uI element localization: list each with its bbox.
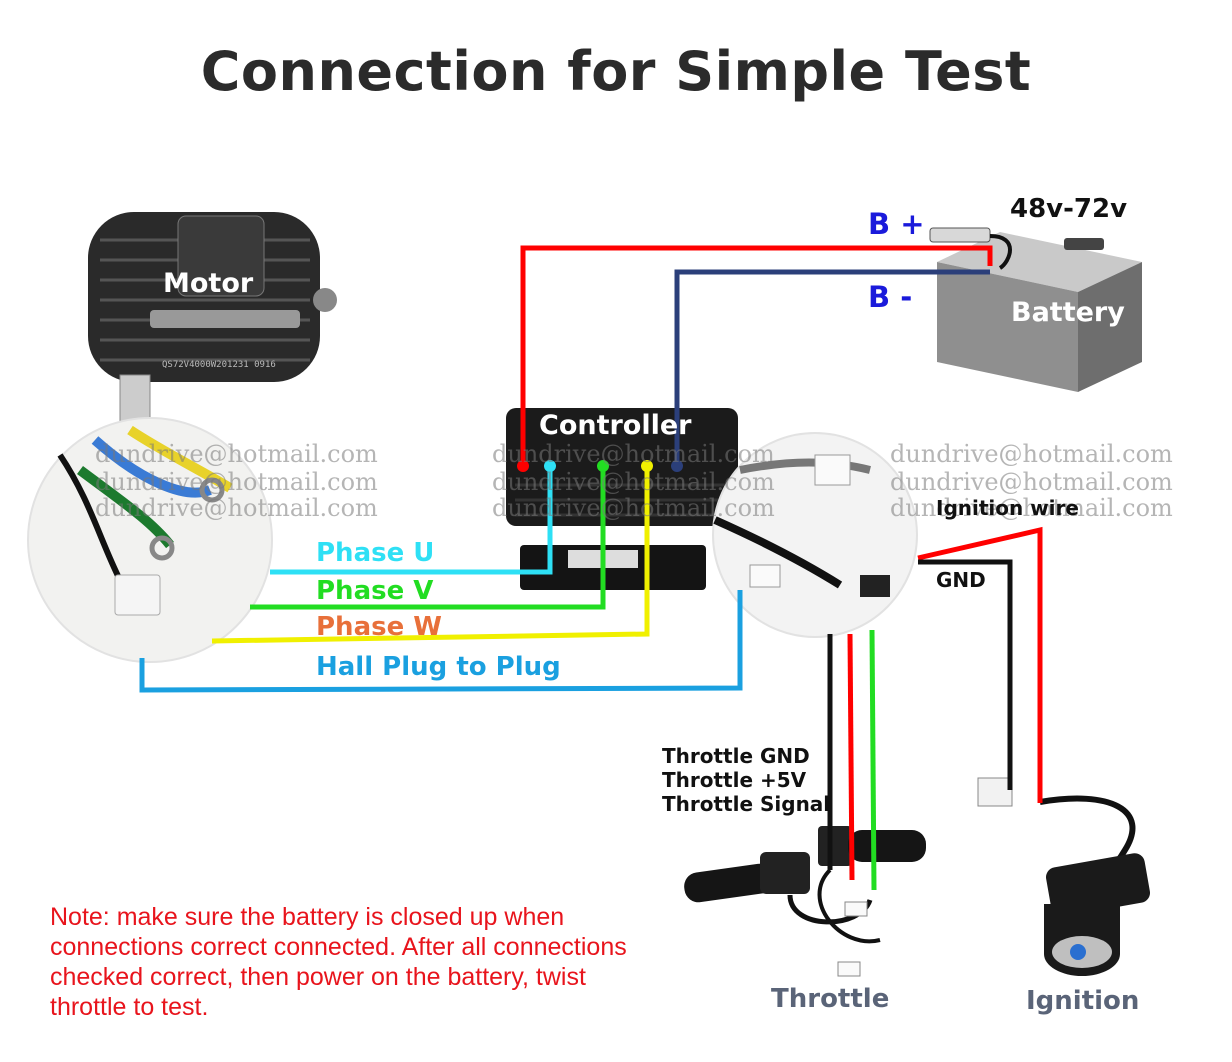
b-plus-label: B +	[868, 207, 925, 241]
watermark-text: dundrive@hotmail.com	[890, 494, 1173, 522]
wire-throttle-signal	[869, 629, 877, 891]
ignition-image	[977, 777, 1150, 976]
wire-phase-w	[211, 468, 650, 644]
watermark-text: dundrive@hotmail.com	[95, 468, 378, 496]
wire-phase-v	[250, 468, 606, 610]
phase-v-label: Phase V	[316, 576, 434, 606]
throttle-label: Throttle	[771, 984, 890, 1014]
wire-b-minus	[674, 269, 990, 468]
wires	[139, 245, 1043, 891]
throttle-image	[684, 826, 926, 977]
motor-label: Motor	[163, 268, 254, 299]
watermark-text: dundrive@hotmail.com	[492, 440, 775, 468]
watermark-text: dundrive@hotmail.com	[492, 468, 775, 496]
wire-ignition-gnd	[918, 559, 1013, 790]
wire-hall	[139, 590, 743, 693]
watermark-text: dundrive@hotmail.com	[890, 468, 1173, 496]
ignition-wire-label: Ignition wire	[936, 496, 1079, 520]
phase-w-label: Phase W	[316, 612, 442, 642]
throttle-gnd-label: Throttle GND	[662, 744, 810, 768]
phase-u-label: Phase U	[316, 538, 435, 568]
hall-label: Hall Plug to Plug	[316, 652, 561, 682]
voltage-label: 48v-72v	[1010, 194, 1128, 224]
gnd-label: GND	[936, 568, 986, 592]
wire-ignition-red	[917, 526, 1043, 803]
ignition-label: Ignition	[1026, 986, 1140, 1016]
motor-image	[88, 212, 337, 436]
b-minus-label: B -	[868, 280, 913, 314]
watermark-text: dundrive@hotmail.com	[890, 440, 1173, 468]
watermark-text: dundrive@hotmail.com	[95, 440, 378, 468]
controller-image	[506, 408, 738, 590]
controller-terminals	[517, 460, 683, 472]
watermark-text: dundrive@hotmail.com	[95, 494, 378, 522]
wire-b-plus	[520, 245, 993, 468]
battery-label: Battery	[1011, 297, 1125, 328]
controller-wires-closeup	[712, 432, 918, 638]
motor-serial: QS72V4000W201231 0916	[162, 360, 276, 370]
throttle-signal-label: Throttle Signal	[662, 792, 831, 816]
watermark-text: dundrive@hotmail.com	[492, 494, 775, 522]
wire-phase-u	[270, 468, 553, 575]
safety-note: Note: make sure the battery is closed up…	[50, 903, 627, 1021]
controller-label: Controller	[539, 410, 692, 441]
throttle-5v-label: Throttle +5V	[662, 768, 807, 792]
motor-wires-closeup	[27, 417, 273, 663]
wire-throttle-5v	[847, 633, 855, 881]
page-title: Connection for Simple Test	[200, 40, 1032, 103]
